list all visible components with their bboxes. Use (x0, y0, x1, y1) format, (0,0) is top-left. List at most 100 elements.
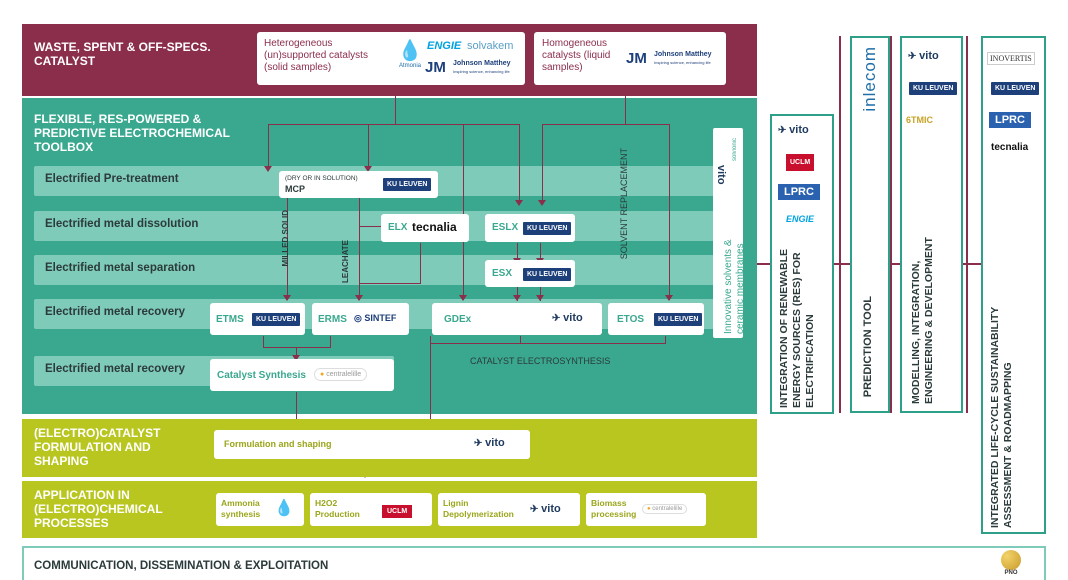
atmonia-logo: 💧 Atmonia (397, 38, 423, 69)
connector-line (963, 263, 981, 265)
etms-label: ETMS (216, 314, 244, 325)
connector-line (834, 263, 850, 265)
flow-line (287, 196, 288, 300)
ammonia-label: Ammonia synthesis (221, 498, 261, 519)
centralelille-logo: ● centralelille (314, 368, 368, 381)
flow-line (430, 343, 666, 344)
lca-label: INTEGRATED LIFE-CYCLE SUSTAINABILITY ASS… (989, 306, 1014, 528)
arrow-icon (538, 200, 546, 206)
milled-solid-label: MILLED SOLID (281, 210, 290, 267)
innovative-label: Innovative solvents & ceramic membranes (723, 239, 746, 335)
flow-line (517, 243, 518, 258)
flow-line (268, 124, 520, 125)
lca-column: INOVERTIS KU LEUVEN LPRC tecnalia INTEGR… (981, 36, 1046, 534)
kuleuven-logo: KU LEUVEN (383, 178, 432, 191)
h2o2-label: H2O2 Production (315, 498, 360, 519)
gdex-box: GDEx vito (432, 303, 602, 335)
flow-line (330, 336, 331, 348)
lprc-logo: LPRC (989, 112, 1031, 128)
etos-label: ETOS (617, 314, 645, 325)
gdex-label: GDEx (444, 314, 472, 325)
vito-logo: vito (552, 312, 583, 324)
hetero-box: Heterogeneous (un)supported catalysts (s… (257, 32, 525, 85)
formulation-label: Formulation and shaping (224, 439, 332, 449)
vito-logo: vito (908, 50, 939, 62)
kuleuven-logo: KU LEUVEN (523, 222, 572, 235)
row-label: Electrified metal recovery (45, 363, 185, 375)
flow-line (395, 96, 396, 124)
vito-logo: vito (778, 124, 809, 136)
formulation-title: (ELECTRO)CATALYST FORMULATION AND SHAPIN… (34, 426, 161, 468)
modelling-label: MODELLING, INTEGRATION, ENGINEERING & DE… (910, 237, 935, 404)
flow-line (665, 336, 666, 344)
flow-line (368, 124, 369, 166)
catalyst-synthesis-box: Catalyst Synthesis ● centralelille (210, 359, 394, 391)
eslx-box: ESLX KU LEUVEN (485, 214, 575, 242)
arrow-icon (364, 166, 372, 172)
flow-line (625, 96, 626, 124)
formulation-box: Formulation and shaping vito (214, 430, 530, 459)
inovertis-logo: INOVERTIS (987, 52, 1035, 65)
solvionic-logo: solvionic (732, 138, 738, 162)
jm-name-2: Johnson Matthey (654, 51, 712, 58)
etos-box: ETOS KU LEUVEN (608, 303, 704, 335)
row-separation: Electrified metal separation (34, 255, 714, 285)
res-column: vito UCLM LPRC ENGIE INTEGRATION OF RENE… (770, 114, 834, 414)
mcp-sub: (DRY OR IN SOLUTION) (285, 175, 358, 182)
catalyst-electrosynthesis-label: CATALYST ELECTROSYNTHESIS (470, 356, 611, 366)
flow-line (296, 347, 297, 359)
flow-line (540, 243, 541, 258)
waste-title: WASTE, SPENT & OFF-SPECS. CATALYST (34, 40, 211, 68)
flow-line (542, 124, 670, 125)
connector-line (839, 36, 841, 413)
solvent-replacement-label: SOLVENT REPLACEMENT (619, 148, 629, 260)
leachate-label: LEACHATE (341, 240, 350, 283)
lignin-label: Lignin Depolymerization (443, 498, 514, 519)
flow-line (669, 124, 670, 300)
homo-text: Homogeneous catalysts (liquid samples) (542, 38, 611, 73)
jm-tagline: Inspiring science, enhancing life (453, 69, 510, 74)
communication-band (22, 546, 1046, 580)
flow-line (296, 392, 297, 426)
inlecom-logo: inlecom (860, 46, 879, 112)
application-title: APPLICATION IN (ELECTRO)CHEMICAL PROCESS… (34, 488, 163, 530)
vito-logo: vito (530, 503, 561, 515)
jm-logo: JM (425, 59, 446, 76)
flow-line (263, 336, 264, 348)
flow-line (519, 124, 520, 200)
mcp-label: MCP (285, 184, 305, 194)
hetero-text: Heterogeneous (un)supported catalysts (s… (264, 38, 368, 73)
centralelille-label: centralelille (652, 506, 683, 512)
6tmic-logo: 6TMIC (906, 115, 933, 125)
pno-swirl-icon (1001, 550, 1021, 570)
kuleuven-logo: KU LEUVEN (654, 313, 703, 326)
elx-box: ELX tecnalia (381, 214, 469, 242)
row-label: Electrified metal dissolution (45, 218, 199, 230)
lprc-logo: LPRC (778, 184, 820, 200)
droplet-icon: 💧 (397, 40, 423, 62)
esx-label: ESX (492, 268, 513, 279)
biomass-box: Biomass processing ● centralelille (586, 493, 706, 526)
ammonia-box: Ammonia synthesis 💧 (216, 493, 304, 526)
mcp-box: (DRY OR IN SOLUTION) MCP KU LEUVEN (279, 171, 438, 198)
flow-line (463, 124, 464, 300)
kuleuven-logo: KU LEUVEN (991, 82, 1040, 95)
arrow-icon (355, 295, 363, 301)
droplet-icon: 💧 (274, 500, 294, 517)
centralelille-label: centralelille (326, 371, 362, 378)
prediction-column: inlecom PREDICTION TOOL (850, 36, 890, 413)
arrow-icon (292, 355, 300, 361)
tecnalia-logo: tecnalia (991, 142, 1029, 153)
h2o2-box: H2O2 Production UCLM (310, 493, 432, 526)
solvakem-logo: solvakem (467, 40, 514, 52)
kuleuven-logo: KU LEUVEN (252, 313, 301, 326)
row-label: Electrified Pre-treatment (45, 173, 179, 185)
uclm-logo: UCLM (382, 505, 413, 518)
jm-tagline-2: Inspiring science, enhancing life (654, 60, 711, 65)
modelling-column: vito KU LEUVEN 6TMIC MODELLING, INTEGRAT… (900, 36, 963, 413)
row-label: Electrified metal recovery (45, 306, 185, 318)
arrow-icon (515, 200, 523, 206)
homo-box: Homogeneous catalysts (liquid samples) J… (534, 32, 726, 85)
communication-title: COMMUNICATION, DISSEMINATION & EXPLOITAT… (34, 560, 329, 572)
prediction-label: PREDICTION TOOL (862, 296, 874, 398)
